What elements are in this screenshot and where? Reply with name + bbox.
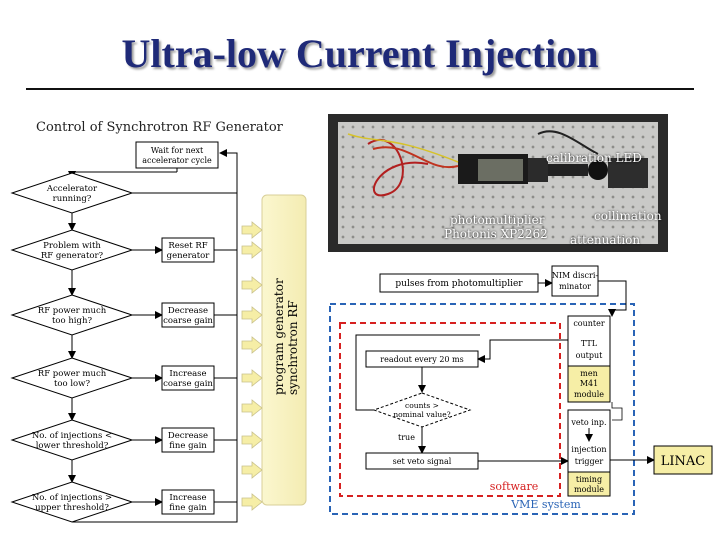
software-box bbox=[339, 322, 561, 497]
generator-feed-arrow bbox=[241, 241, 263, 259]
vme-label: VME system bbox=[510, 498, 581, 511]
pmt-flange bbox=[528, 158, 548, 182]
action-text: fine gain bbox=[169, 503, 207, 513]
decision-text: too high? bbox=[52, 316, 92, 326]
label-photonis: Photonis XP2262 bbox=[444, 227, 548, 241]
action-box bbox=[161, 427, 215, 453]
nim-line1: NIM discri- bbox=[552, 271, 599, 280]
action-text: Increase bbox=[169, 369, 206, 379]
counter-line1: counter bbox=[573, 319, 605, 328]
timing-module-box bbox=[567, 471, 611, 497]
men-line3: module bbox=[574, 390, 604, 399]
counts-line1: counts > bbox=[405, 401, 439, 410]
action-text: generator bbox=[167, 251, 211, 261]
counter-line3: output bbox=[576, 351, 603, 360]
decision-text: RF power much bbox=[38, 369, 107, 379]
decision-text: upper threshold? bbox=[35, 503, 109, 513]
men-module-box bbox=[567, 365, 611, 403]
true-label: true bbox=[398, 433, 415, 442]
decision-text: Problem with bbox=[43, 241, 101, 251]
label-calibration-led: calibration LED bbox=[546, 151, 642, 165]
led-mount bbox=[588, 160, 608, 180]
decision-text: No. of injections > bbox=[32, 493, 112, 503]
timing-line4: timing bbox=[576, 475, 602, 484]
decision-text: RF power much bbox=[38, 306, 107, 316]
action-text: fine gain bbox=[169, 441, 207, 451]
generator-feed-arrow bbox=[241, 276, 263, 294]
decision-text: RF generator? bbox=[41, 251, 104, 261]
timing-line2: injection bbox=[571, 445, 606, 454]
generator-feed-arrow bbox=[241, 221, 263, 239]
nim-line2: minator bbox=[559, 282, 591, 291]
timing-line1: veto inp. bbox=[570, 418, 606, 427]
start-box-line1: Wait for next bbox=[151, 146, 204, 155]
action-text: coarse gain bbox=[163, 379, 213, 389]
collimator-rail bbox=[548, 164, 588, 176]
action-box bbox=[161, 365, 215, 391]
men-line1: men bbox=[580, 369, 597, 378]
decision-text: running? bbox=[53, 194, 92, 204]
men-line2: M41 bbox=[580, 379, 598, 388]
generator-feed-arrow bbox=[241, 431, 263, 449]
label-attenuation: attenuation bbox=[570, 233, 641, 247]
readout-label: readout every 20 ms bbox=[380, 355, 463, 364]
return-line bbox=[219, 149, 238, 500]
photo-drawing bbox=[347, 130, 648, 197]
generator-feed-arrow bbox=[241, 336, 263, 354]
label-collimation: collimation bbox=[594, 209, 662, 223]
label-photomultiplier: photomultiplier bbox=[450, 213, 545, 227]
decision-text: No. of injections < bbox=[32, 431, 112, 441]
action-box bbox=[161, 302, 215, 328]
start-box-line2: accelerator cycle bbox=[142, 156, 212, 165]
slide-title: Ultra-low Current Injection bbox=[121, 31, 599, 76]
generator-feed-arrow bbox=[241, 306, 263, 324]
generator-feed-arrow bbox=[241, 461, 263, 479]
generator-feed-arrow bbox=[241, 399, 263, 417]
veto-signal-label: set veto signal bbox=[393, 457, 452, 466]
action-text: coarse gain bbox=[163, 316, 213, 326]
program-generator-bar bbox=[261, 194, 307, 506]
nim-discriminator-box bbox=[551, 265, 599, 297]
flow-bottom-line bbox=[72, 500, 238, 523]
pmt-tube bbox=[478, 159, 523, 181]
cable-yellow bbox=[347, 133, 459, 163]
counts-line2: nominal value? bbox=[393, 410, 450, 419]
action-box bbox=[161, 237, 215, 263]
software-label: software bbox=[490, 480, 539, 493]
vme-system-box bbox=[329, 303, 635, 515]
action-text: Decrease bbox=[168, 306, 208, 316]
title-divider bbox=[26, 88, 694, 90]
loop-back-line bbox=[355, 334, 480, 411]
cable-black bbox=[537, 130, 599, 155]
detector-photo: calibration LED photomultiplier Photonis… bbox=[328, 114, 668, 252]
action-text: Decrease bbox=[168, 431, 208, 441]
timing-line3: trigger bbox=[575, 457, 604, 466]
generator-feed-arrow bbox=[241, 493, 263, 511]
decision-text: Accelerator bbox=[46, 184, 98, 194]
attenuator-block bbox=[608, 158, 648, 188]
cable-red-2 bbox=[372, 146, 459, 169]
counter-box bbox=[567, 315, 611, 367]
linac-label: LINAC bbox=[661, 454, 706, 469]
pulses-label: pulses from photomultiplier bbox=[395, 279, 523, 289]
start-box bbox=[135, 141, 219, 169]
cable-red bbox=[367, 139, 429, 197]
action-text: Reset RF bbox=[168, 241, 207, 251]
generator-label-1: program generator bbox=[272, 278, 286, 395]
counter-line2: TTL bbox=[581, 339, 598, 348]
generator-feed-arrow bbox=[241, 369, 263, 387]
linac-box bbox=[653, 445, 713, 475]
generator-label-2: synchrotron RF bbox=[286, 300, 300, 395]
decision-text: too low? bbox=[54, 379, 90, 389]
action-text: Increase bbox=[169, 493, 206, 503]
decision-text: lower threshold? bbox=[36, 441, 109, 451]
flowchart-title: Control of Synchrotron RF Generator bbox=[36, 120, 284, 135]
timing-line5: module bbox=[574, 485, 604, 494]
